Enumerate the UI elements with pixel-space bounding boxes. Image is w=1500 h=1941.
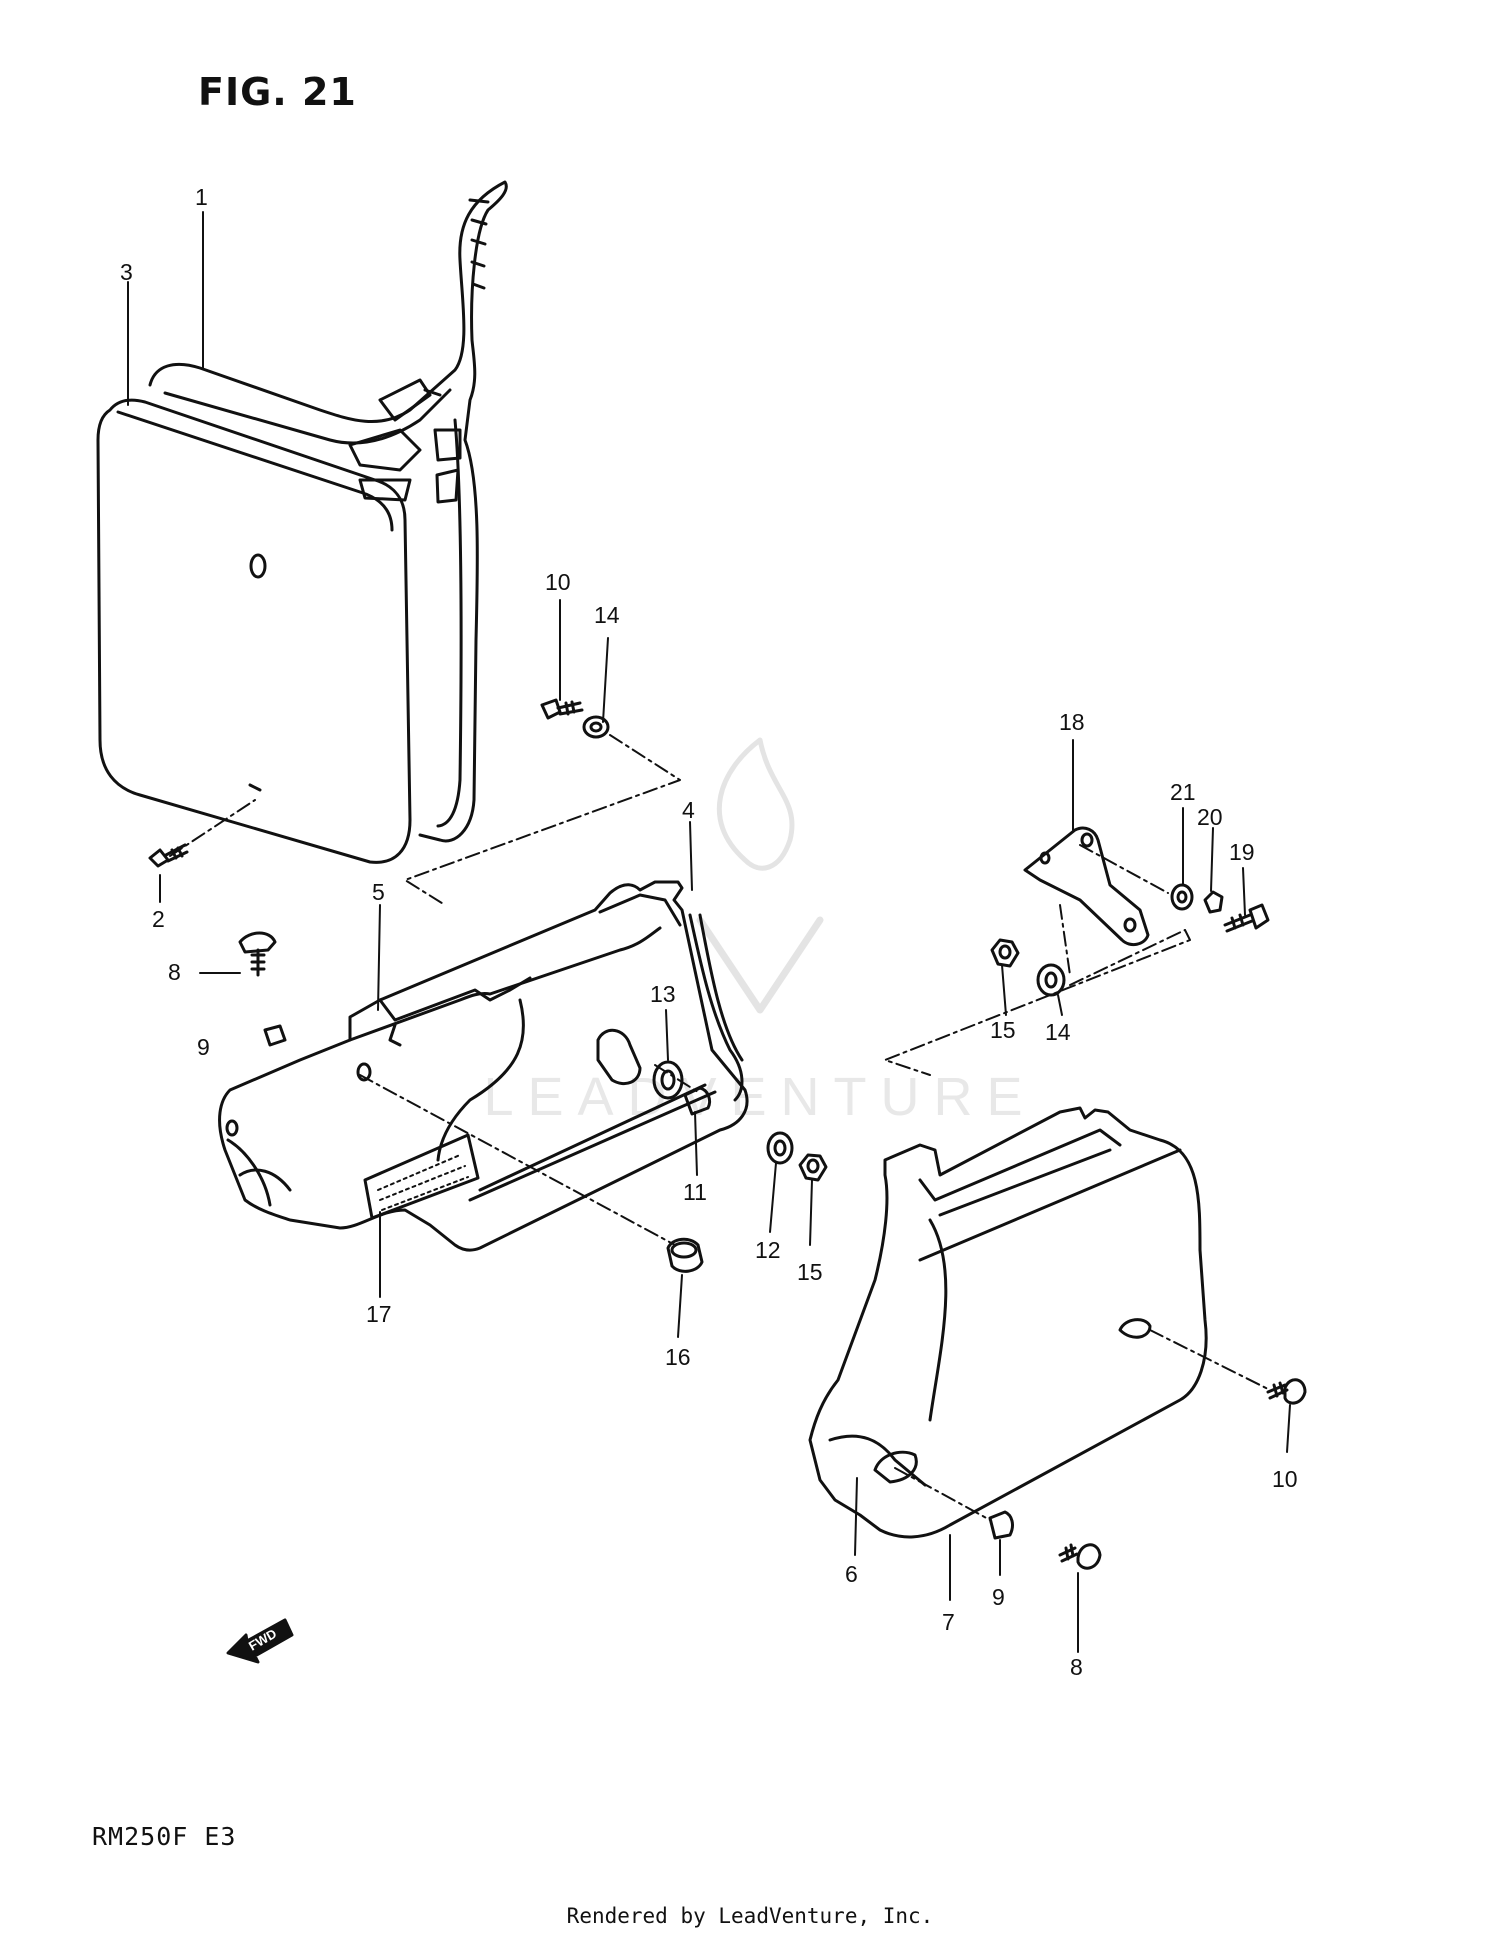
collar-9-left [263,1024,287,1047]
callout-13: 13 [650,981,676,1007]
callout-21: 21 [1170,779,1196,805]
callout-4: 4 [682,797,695,823]
callout-12: 12 [755,1237,781,1263]
washer-21 [1170,883,1194,911]
nut-15 [798,1153,828,1182]
footer-credit: Rendered by LeadVenture, Inc. [566,1904,934,1928]
callout-10: 10 [545,569,571,595]
screw-10-top [540,698,584,720]
washer-14-right [1036,963,1066,997]
callout-9: 9 [992,1584,1005,1610]
figure-title: FIG. 21 [198,70,357,114]
callout-10: 10 [1272,1466,1298,1492]
callout-8: 8 [1070,1654,1083,1680]
collar [683,1086,712,1116]
collar-9-right [988,1510,1014,1540]
assembly-lines [169,734,1271,1521]
callout-3: 3 [120,259,133,285]
washer-14-top [582,715,610,739]
bracket [1023,826,1150,947]
nut-15-right [990,938,1020,968]
callout-16: 16 [665,1344,691,1370]
callout-19: 19 [1229,839,1255,865]
callout-18: 18 [1059,709,1085,735]
side-cover [808,1106,1208,1539]
cushion [666,1237,704,1273]
callout-14: 14 [594,602,620,628]
watermark: LEADVENTURE [483,737,1036,1127]
callout-17: 17 [366,1301,392,1327]
callout-labels: 1 3 2 8 9 5 4 10 14 13 11 17 16 12 15 18… [120,184,1298,1680]
caution-label [363,1133,480,1220]
number-plate [96,398,412,864]
grommet [596,1029,684,1100]
callout-9: 9 [197,1034,210,1060]
callout-7: 7 [942,1609,955,1635]
washer-12 [766,1131,794,1165]
callout-6: 6 [845,1561,858,1587]
callout-2: 2 [152,906,165,932]
callout-1: 1 [195,184,208,210]
screw-2 [148,843,189,868]
number-plate-frame [148,180,508,843]
callout-5: 5 [372,879,385,905]
forward-arrow-icon: FWD [226,1618,294,1664]
callout-14: 14 [1045,1019,1071,1045]
nut-20 [1203,890,1224,914]
callout-15: 15 [797,1259,823,1285]
leader-lines [127,211,1291,1653]
callout-8: 8 [168,959,181,985]
callout-20: 20 [1197,804,1223,830]
frame-cover [218,880,749,1252]
bolt-19 [1223,903,1270,933]
screw-10-right [1266,1378,1307,1405]
watermark-text: LEADVENTURE [483,1067,1036,1127]
callout-11: 11 [683,1179,707,1205]
bolt-8-right [1058,1543,1102,1570]
callout-15: 15 [990,1017,1016,1043]
bolt-8-left [238,931,277,977]
model-code: RM250F E3 [92,1822,237,1851]
